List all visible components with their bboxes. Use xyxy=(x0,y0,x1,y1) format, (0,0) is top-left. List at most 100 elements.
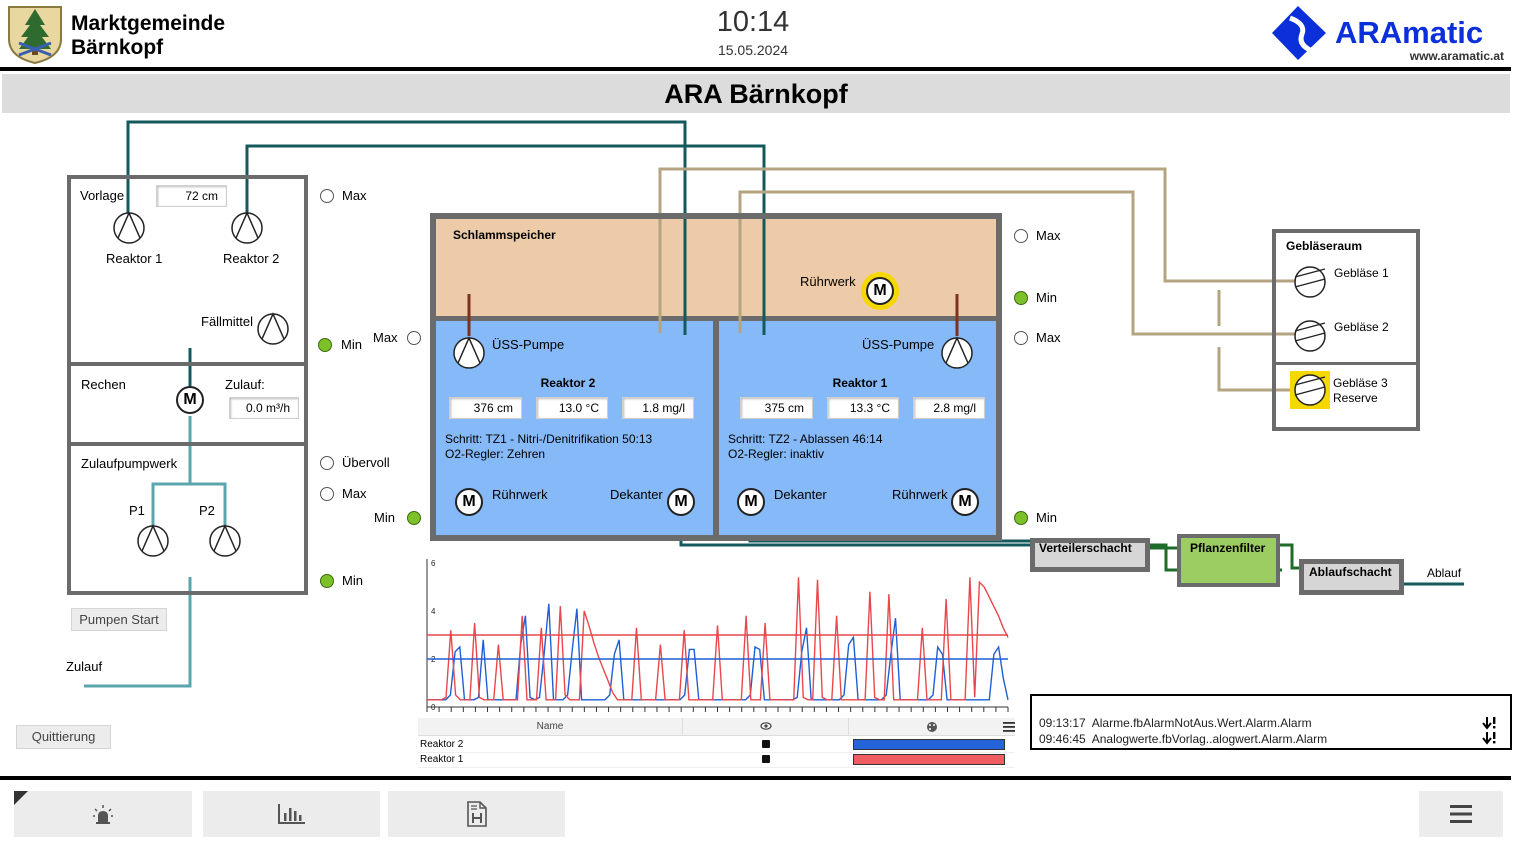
pumpwerk-max-label: Max xyxy=(342,486,367,501)
trend-series xyxy=(427,577,1009,701)
reaktor1-uess-pump-icon[interactable] xyxy=(940,336,974,370)
hamburger-menu-icon xyxy=(1450,805,1472,823)
reactor1-max-indicator xyxy=(1014,331,1028,345)
coat-of-arms-logo xyxy=(8,6,62,65)
nav-trend-button[interactable] xyxy=(203,791,380,837)
legend-color-swatch[interactable] xyxy=(853,739,1005,750)
visibility-eye-icon xyxy=(760,722,772,730)
pump-p1-icon[interactable] xyxy=(136,524,170,558)
alarm-list[interactable]: 09:13:17 Alarme.fbAlarmNotAus.Wert.Alarm… xyxy=(1030,694,1512,750)
reaktor2-temp-field: 13.0 °C xyxy=(536,397,608,419)
reaktor1-ruehrwerk-motor-icon[interactable]: M xyxy=(951,488,979,516)
pumpen-start-button[interactable]: Pumpen Start xyxy=(71,608,167,631)
rechen-motor-icon[interactable]: M xyxy=(176,386,204,414)
reaktor2-step: Schritt: TZ1 - Nitri-/Denitrifikation 50… xyxy=(445,432,653,446)
reactor2-max-indicator xyxy=(407,331,421,345)
geblaese1-label: Gebläse 1 xyxy=(1334,266,1389,280)
pump-faellmittel-icon[interactable] xyxy=(256,312,290,346)
reaktor2-uess-pump-icon[interactable] xyxy=(452,336,486,370)
reaktor2-o2-field: 1.8 mg/l xyxy=(622,397,694,419)
geblaeseraum-divider xyxy=(1276,362,1416,365)
alarm-row[interactable]: 09:46:45 Analogwerte.fbVorlag..alogwert.… xyxy=(1039,731,1327,747)
vorlage-max-indicator xyxy=(320,189,334,203)
pumpwerk-min-label: Min xyxy=(342,573,363,588)
vorlage-min-indicator xyxy=(318,338,332,352)
geblaese3-reserve-label: Reserve xyxy=(1333,391,1378,405)
legend-color-swatch[interactable] xyxy=(853,754,1005,765)
quittierung-button[interactable]: Quittierung xyxy=(16,725,111,749)
reaktor2-o2-regler: O2-Regler: Zehren xyxy=(445,447,546,461)
pump-reaktor1-label: Reaktor 1 xyxy=(106,251,163,266)
pump-reaktor1-icon[interactable] xyxy=(112,211,146,245)
geblaese2-icon[interactable] xyxy=(1293,319,1327,353)
nav-alarm-button[interactable] xyxy=(14,791,192,837)
ablauf-label: Ablauf xyxy=(1427,566,1462,580)
legend-row-name: Reaktor 2 xyxy=(420,739,464,750)
reaktor1-dekanter-motor-icon[interactable]: M xyxy=(737,488,765,516)
municipality-name-line2: Bärnkopf xyxy=(71,36,164,59)
rechen-label: Rechen xyxy=(81,377,126,392)
schlammspeicher-ruehrwerk-motor-icon[interactable]: M xyxy=(866,277,894,305)
geblaese2-label: Gebläse 2 xyxy=(1334,320,1389,334)
legend-visibility-checkbox[interactable] xyxy=(762,755,770,763)
pflanzenfilter-label: Pflanzenfilter xyxy=(1190,541,1266,555)
reaktor2-dekanter-label: Dekanter xyxy=(610,487,663,502)
zulauf-flow-field: 0.0 m³/h xyxy=(229,397,299,419)
pumpwerk-uebervoll-label: Übervoll xyxy=(342,455,390,470)
reactor2-max-label: Max xyxy=(373,330,398,345)
ablaufschacht-box: Ablaufschacht xyxy=(1299,559,1404,595)
reaktor1-temp-field: 13.3 °C xyxy=(827,397,899,419)
pumpwerk-min-indicator xyxy=(320,574,334,588)
vorlage-min-label: Min xyxy=(341,337,362,352)
geblaese1-icon[interactable] xyxy=(1293,265,1327,299)
reactor1-min-indicator xyxy=(1014,511,1028,525)
pflanzenfilter-box: Pflanzenfilter xyxy=(1177,534,1280,587)
reaktor1-o2-field: 2.8 mg/l xyxy=(913,397,985,419)
alarm-text: Analogwerte.fbVorlag..alogwert.Alarm.Ala… xyxy=(1091,732,1328,746)
pump-reaktor2-icon[interactable] xyxy=(230,211,264,245)
trend-y-tick-label: 4 xyxy=(431,607,436,616)
vorlage-label: Vorlage xyxy=(80,188,125,203)
geblaeseraum-label: Gebläseraum xyxy=(1286,239,1363,253)
reaktor2-level-field: 376 cm xyxy=(449,397,522,419)
geblaese3-icon[interactable] xyxy=(1293,373,1327,407)
pumpwerk-uebervoll-indicator xyxy=(320,456,334,470)
header-divider xyxy=(0,67,1511,71)
ablaufschacht-label: Ablaufschacht xyxy=(1309,565,1392,579)
pump-p2-label: P2 xyxy=(199,503,215,518)
reaktor1-o2-regler: O2-Regler: inaktiv xyxy=(728,447,825,461)
schlamm-max-indicator xyxy=(1014,229,1028,243)
trend-y-tick-label: 0 xyxy=(431,703,436,712)
verteilerschacht-box: Verteilerschacht xyxy=(1030,538,1150,572)
geblaeseraum-box xyxy=(1272,229,1420,431)
nav-menu-button[interactable] xyxy=(1419,791,1503,837)
legend-row[interactable]: Reaktor 1 xyxy=(418,752,1015,768)
reaktor1-step: Schritt: TZ2 - Ablassen 46:14 xyxy=(728,432,883,446)
reaktor1-level-field: 375 cm xyxy=(740,397,813,419)
pump-p2-icon[interactable] xyxy=(208,524,242,558)
municipality-name-line1: Marktgemeinde xyxy=(71,12,226,35)
alarm-sort-icon[interactable] xyxy=(1481,716,1497,746)
alarm-light-icon xyxy=(93,805,113,824)
trend-y-tick-label: 6 xyxy=(431,559,436,568)
legend-menu-icon[interactable] xyxy=(1003,721,1015,732)
nav-report-button[interactable] xyxy=(388,791,565,837)
faellmittel-label: Fällmittel xyxy=(201,314,254,329)
legend-row[interactable]: Reaktor 2 xyxy=(418,737,1015,753)
reaktor2-dekanter-motor-icon[interactable]: M xyxy=(667,488,695,516)
clock-date: 15.05.2024 xyxy=(717,42,789,58)
alarm-text: Alarme.fbAlarmNotAus.Wert.Alarm.Alarm xyxy=(1091,716,1312,730)
vorlage-max-label: Max xyxy=(342,188,367,203)
reaktor2-title: Reaktor 2 xyxy=(540,376,596,390)
reaktor1-title: Reaktor 1 xyxy=(832,376,888,390)
zulaufpumpwerk-label: Zulaufpumpwerk xyxy=(81,456,178,471)
schlamm-min-label: Min xyxy=(1036,290,1057,305)
legend-visibility-checkbox[interactable] xyxy=(762,740,770,748)
alarm-row[interactable]: 09:13:17 Alarme.fbAlarmNotAus.Wert.Alarm… xyxy=(1039,715,1327,731)
pump-p1-label: P1 xyxy=(129,503,145,518)
reaktor1-ruehrwerk-label: Rührwerk xyxy=(892,487,948,502)
reaktor2-ruehrwerk-motor-icon[interactable]: M xyxy=(455,488,483,516)
